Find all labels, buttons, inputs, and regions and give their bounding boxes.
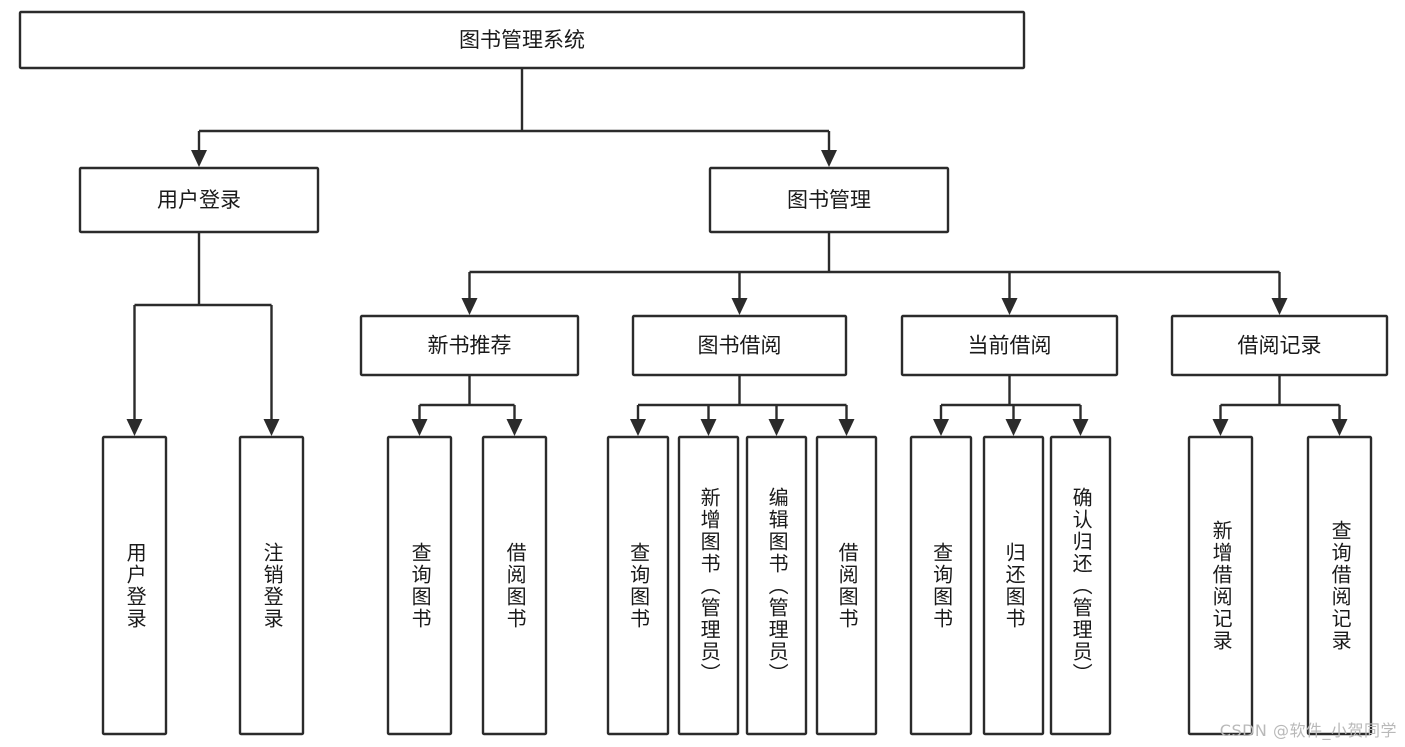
node-box-leaf-edit-book[interactable] bbox=[745, 435, 808, 736]
node-label-current-borrow: 当前借阅 bbox=[968, 334, 1052, 358]
arrowhead-icon bbox=[411, 419, 428, 436]
arrowhead-icon bbox=[1271, 298, 1288, 315]
node-label-root: 图书管理系统 bbox=[459, 28, 585, 52]
arrowhead-icon bbox=[630, 419, 646, 436]
node-box-leaf-confirm-return[interactable] bbox=[1049, 435, 1112, 736]
arrowhead-icon bbox=[838, 419, 855, 436]
arrowhead-icon bbox=[1212, 419, 1229, 436]
arrowhead-icon bbox=[1072, 419, 1089, 436]
arrowhead-icon bbox=[126, 419, 143, 436]
node-box-leaf-logout[interactable] bbox=[238, 435, 305, 736]
node-label-book-manage: 图书管理 bbox=[787, 188, 871, 212]
node-box-leaf-query-record[interactable] bbox=[1306, 435, 1373, 736]
node-label-user-login: 用户登录 bbox=[157, 188, 241, 212]
node-box-leaf-query-book-1[interactable] bbox=[386, 435, 453, 736]
node-box-leaf-add-record[interactable] bbox=[1187, 435, 1254, 736]
arrowhead-icon bbox=[768, 419, 785, 436]
edge-layer bbox=[126, 68, 1348, 436]
arrowhead-icon bbox=[1005, 419, 1022, 436]
arrowhead-icon bbox=[821, 150, 837, 167]
node-box-leaf-query-book-3[interactable] bbox=[909, 435, 973, 736]
arrowhead-icon bbox=[1001, 298, 1018, 315]
node-label-new-book-rec: 新书推荐 bbox=[428, 334, 512, 358]
node-box-borrow-record[interactable] bbox=[1170, 314, 1389, 377]
node-box-book-manage[interactable] bbox=[708, 166, 950, 234]
watermark: CSDN @软件_小贺同学 bbox=[1219, 721, 1397, 740]
node-box-new-book-rec[interactable] bbox=[359, 314, 580, 377]
arrowhead-icon bbox=[700, 419, 717, 436]
arrowhead-icon bbox=[506, 419, 523, 436]
arrowhead-icon bbox=[933, 419, 949, 436]
node-box-leaf-user-login[interactable] bbox=[101, 435, 168, 736]
arrowhead-icon bbox=[461, 298, 478, 315]
arrowhead-icon bbox=[731, 298, 748, 315]
node-box-leaf-borrow-book-1[interactable] bbox=[481, 435, 548, 736]
node-box-root[interactable] bbox=[18, 10, 1026, 70]
node-box-leaf-query-book-2[interactable] bbox=[606, 435, 670, 736]
node-box-book-borrow[interactable] bbox=[631, 314, 848, 377]
node-label-borrow-record: 借阅记录 bbox=[1238, 334, 1322, 358]
node-box-current-borrow[interactable] bbox=[900, 314, 1119, 377]
arrowhead-icon bbox=[1331, 419, 1348, 436]
arrowhead-icon bbox=[191, 150, 207, 167]
arrowhead-icon bbox=[263, 419, 280, 436]
node-box-leaf-add-book[interactable] bbox=[677, 435, 740, 736]
node-label-book-borrow: 图书借阅 bbox=[698, 334, 782, 358]
node-box-leaf-borrow-book-2[interactable] bbox=[815, 435, 878, 736]
node-box-leaf-return-book[interactable] bbox=[982, 435, 1045, 736]
node-box-user-login[interactable] bbox=[78, 166, 320, 234]
